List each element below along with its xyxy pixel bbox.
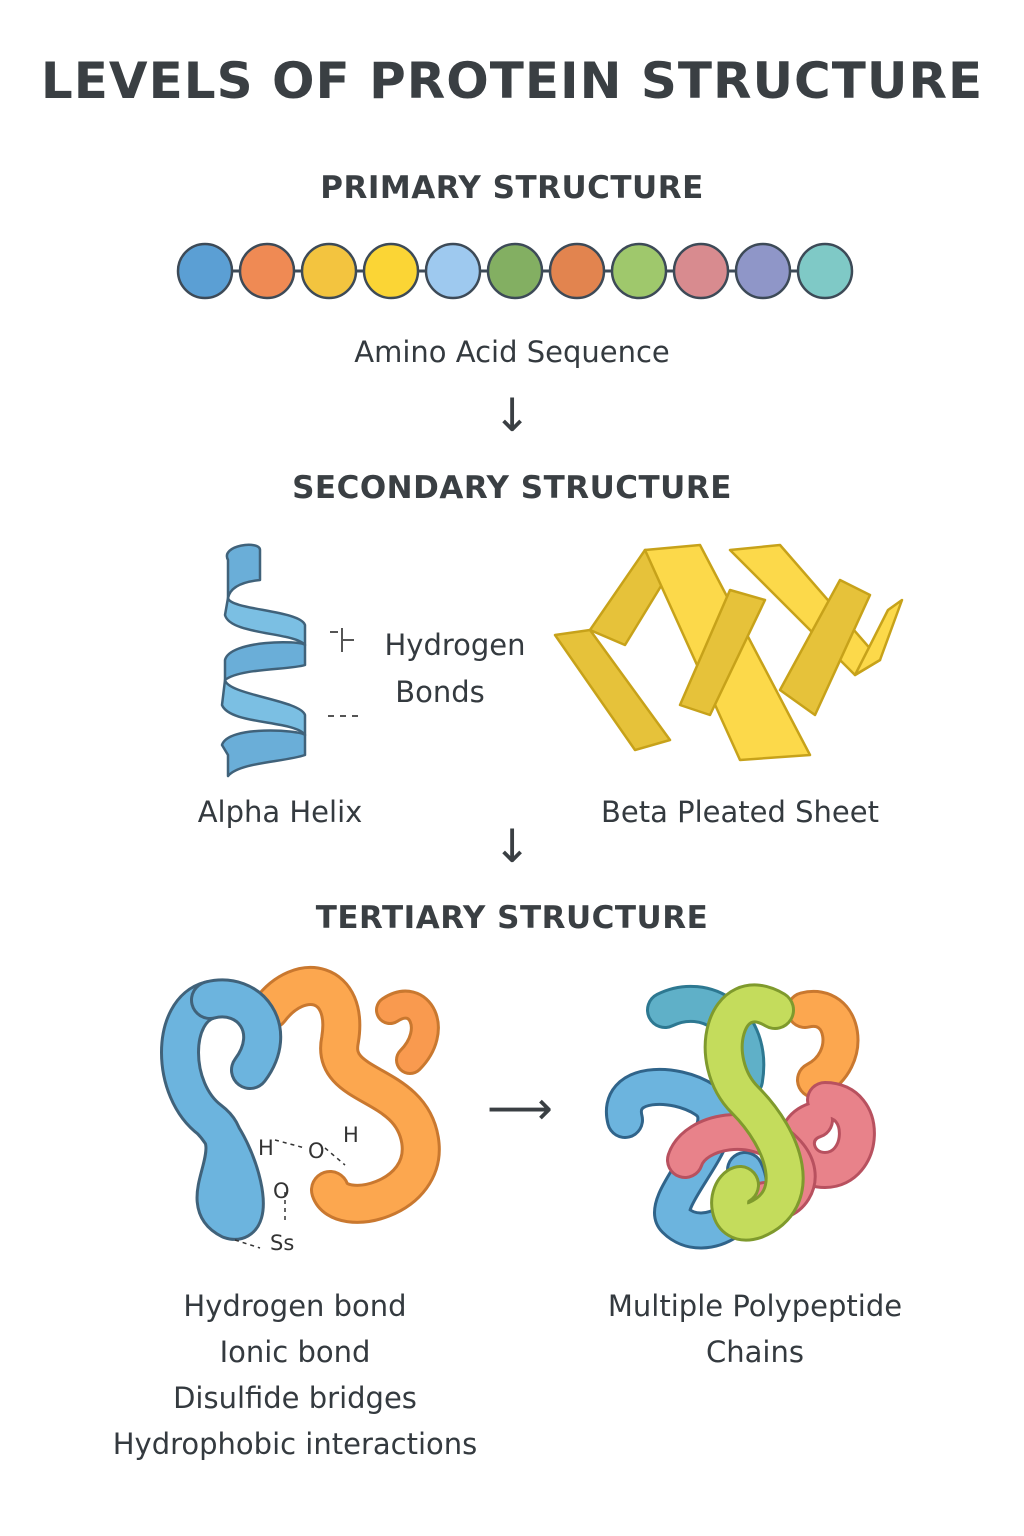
amino-acid-bead: [672, 242, 730, 300]
amino-acid-bead: [486, 242, 544, 300]
hydrogen-bond-dash-icon: [328, 628, 358, 717]
arrow-down-icon: ↓: [492, 388, 532, 442]
beta-pleated-sheet-icon: [553, 543, 904, 762]
amino-acid-bead: [734, 242, 792, 300]
secondary-structure-heading: SECONDARY STRUCTURE: [292, 470, 732, 506]
bond-type-item: Disulfide bridges: [173, 1381, 417, 1415]
amino-acid-chain: [176, 242, 854, 300]
hydrogen-atom-label-2: H: [343, 1123, 359, 1147]
quaternary-caption: Multiple Polypeptide Chains: [570, 1283, 940, 1375]
amino-acid-bead: [424, 242, 482, 300]
arrow-down-icon-2: ↓: [492, 819, 532, 873]
alpha-helix-label: Alpha Helix: [197, 795, 363, 829]
amino-acid-bead: [238, 242, 296, 300]
primary-structure-heading: PRIMARY STRUCTURE: [320, 170, 704, 206]
amino-acid-bead: [362, 242, 420, 300]
quaternary-caption-line-1: Multiple Polypeptide: [607, 1289, 903, 1323]
amino-acid-sequence-label: Amino Acid Sequence: [354, 335, 670, 369]
oxygen-atom-label-2: O: [273, 1179, 290, 1203]
bond-types-list: Hydrogen bond Ionic bond Disulfide bridg…: [80, 1283, 510, 1467]
sulfur-atom-label: Ss: [270, 1231, 294, 1255]
beta-pleated-sheet-label: Beta Pleated Sheet: [601, 795, 879, 829]
amino-acid-bead: [796, 242, 854, 300]
quaternary-multiple-chains-icon: [605, 983, 876, 1250]
amino-acid-bead: [176, 242, 234, 300]
quaternary-caption-line-2: Chains: [706, 1335, 804, 1369]
page-title: LEVELS OF PROTEIN STRUCTURE: [40, 52, 984, 110]
amino-acid-beads: [176, 242, 854, 300]
amino-acid-bead: [610, 242, 668, 300]
bonds-label: Bonds: [395, 675, 485, 709]
alpha-helix-icon: [220, 543, 307, 778]
bond-type-item: Hydrophobic interactions: [112, 1427, 478, 1461]
tertiary-folded-chain-icon: H O H O Ss: [160, 966, 441, 1255]
hydrogen-atom-label: H: [258, 1136, 274, 1160]
bond-type-item: Ionic bond: [219, 1335, 371, 1369]
oxygen-atom-label: O: [308, 1139, 325, 1163]
bond-type-item: Hydrogen bond: [183, 1289, 407, 1323]
tertiary-structure-heading: TERTIARY STRUCTURE: [315, 900, 709, 936]
arrow-right-icon: ⟶: [487, 1081, 553, 1135]
amino-acid-bead: [300, 242, 358, 300]
hydrogen-label: Hydrogen: [384, 628, 526, 662]
amino-acid-bead: [548, 242, 606, 300]
